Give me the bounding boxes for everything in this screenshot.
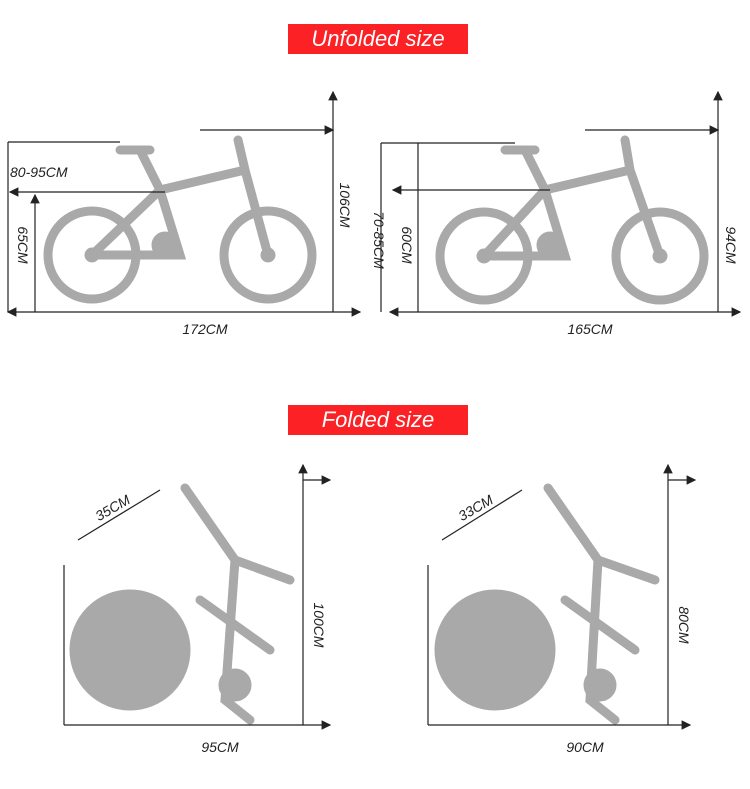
unfolded-size-banner: Unfolded size [288,24,468,54]
folded-height-label-1: 100CM [311,602,327,647]
folded-bike-1 [69,483,295,725]
length-label-2: 165CM [567,321,612,337]
total-height-label-2: 94CM [723,226,739,264]
folded-height-label-2: 80CM [676,606,692,644]
unfolded-bike-1 [43,135,317,304]
folded-length-label-1: 95CM [201,739,239,755]
frame-height-label-2: 60CM [399,226,415,264]
folded-dimension-lines [63,463,697,730]
unfolded-bike-2 [435,135,709,305]
folded-length-label-2: 90CM [566,739,604,755]
seat-height-label-1: 80-95CM [10,164,68,180]
frame-height-label-1: 65CM [15,226,31,264]
total-height-label-1: 106CM [337,182,353,227]
dimension-lines-2 [380,90,742,317]
folded-bike-2 [434,483,660,725]
dimension-lines-1 [6,90,362,317]
seat-height-label-2: 70-85CM [371,211,387,269]
folded-size-banner: Folded size [288,405,468,435]
length-label-1: 172CM [182,321,227,337]
